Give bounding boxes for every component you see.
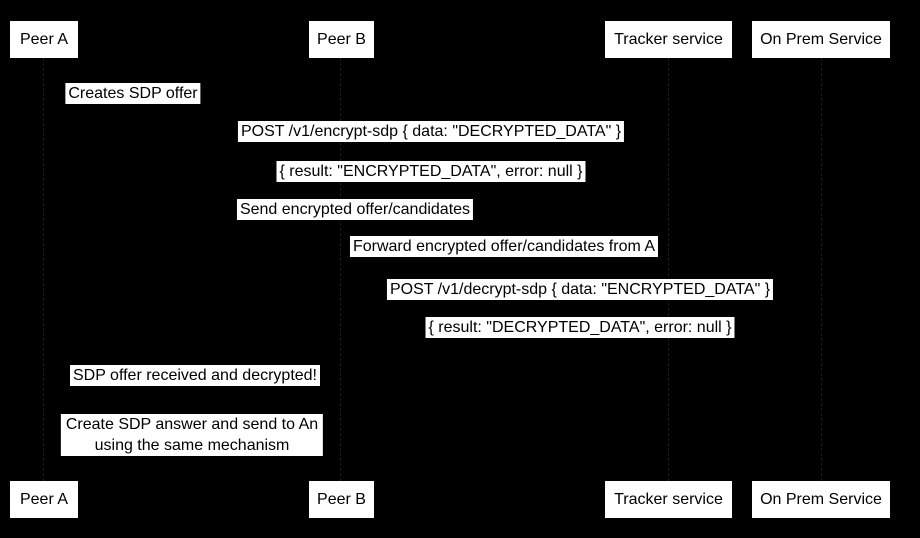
message-creates-sdp-offer: Creates SDP offer bbox=[65, 83, 201, 104]
actor-peer-a-top: Peer A bbox=[10, 21, 78, 58]
note-line-1: Create SDP answer and send to An bbox=[65, 416, 319, 433]
note-create-sdp-answer: Create SDP answer and send to An using t… bbox=[60, 414, 324, 456]
actor-peer-a-bottom: Peer A bbox=[10, 481, 78, 518]
actor-tracker-service-bottom: Tracker service bbox=[605, 481, 732, 518]
actor-on-prem-service-bottom: On Prem Service bbox=[752, 481, 890, 518]
message-sdp-offer-received: SDP offer received and decrypted! bbox=[70, 365, 320, 386]
actor-peer-b-bottom: Peer B bbox=[309, 481, 374, 518]
message-encrypt-result: { result: "ENCRYPTED_DATA", error: null … bbox=[276, 161, 586, 182]
message-forward-encrypted-offer: Forward encrypted offer/candidates from … bbox=[349, 236, 659, 257]
lifeline-tracker-service bbox=[668, 58, 669, 481]
message-post-encrypt-sdp: POST /v1/encrypt-sdp { data: "DECRYPTED_… bbox=[237, 121, 625, 142]
note-line-2: using the same mechanism bbox=[94, 437, 290, 454]
lifeline-peer-b bbox=[340, 58, 341, 481]
lifeline-on-prem-service bbox=[821, 58, 822, 481]
message-send-encrypted-offer: Send encrypted offer/candidates bbox=[236, 199, 474, 220]
message-decrypt-result: { result: "DECRYPTED_DATA", error: null … bbox=[425, 317, 735, 338]
lifeline-peer-a bbox=[43, 58, 44, 481]
actor-tracker-service-top: Tracker service bbox=[605, 21, 732, 58]
actor-on-prem-service-top: On Prem Service bbox=[752, 21, 890, 58]
actor-peer-b-top: Peer B bbox=[309, 21, 374, 58]
message-post-decrypt-sdp: POST /v1/decrypt-sdp { data: "ENCRYPTED_… bbox=[386, 279, 774, 300]
